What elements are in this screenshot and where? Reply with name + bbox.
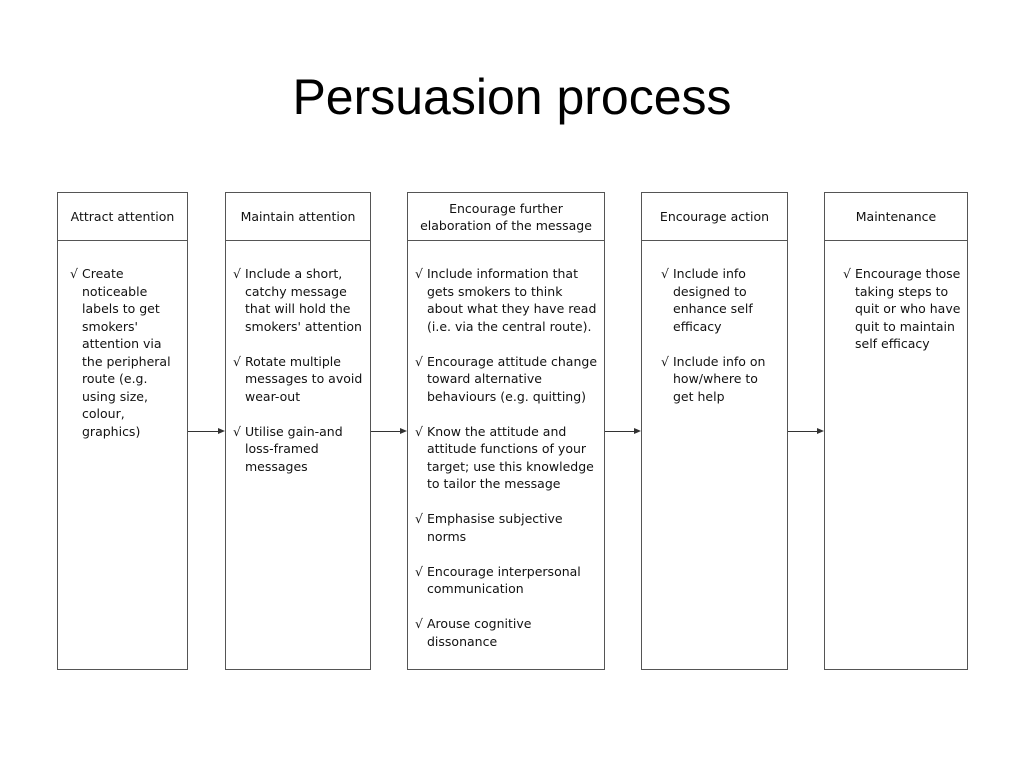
stage-header: Encourage further elaboration of the mes…: [408, 193, 604, 241]
stage-item: √ Encourage attitude change toward alter…: [415, 353, 598, 406]
check-icon: √: [415, 563, 423, 579]
stage-item-text: Know the attitude and attitude functions…: [427, 423, 594, 492]
check-icon: √: [415, 423, 423, 439]
stage-item: √ Encourage those taking steps to quit o…: [843, 265, 961, 353]
stage-item: √ Include info on how/where to get help: [661, 353, 781, 406]
stage-item: √ Know the attitude and attitude functio…: [415, 423, 598, 493]
stage-header-label: Maintain attention: [240, 209, 356, 224]
stage-item-text: Rotate multiple messages to avoid wear-o…: [245, 353, 363, 404]
stage-item-text: Include info on how/where to get help: [673, 353, 766, 404]
check-icon: √: [415, 616, 423, 631]
stage-header: Attract attention: [58, 193, 187, 241]
slide-title: Persuasion process: [292, 69, 732, 125]
stage-item-list: √ Include information that gets smokers …: [415, 265, 598, 668]
stage-item-text: Encourage interpersonal communication: [427, 563, 581, 597]
stage-header: Maintenance: [825, 193, 967, 241]
stage-item: √ Include information that gets smokers …: [415, 265, 598, 335]
stage-item: √ Include a short, catchy message that w…: [233, 265, 364, 335]
stage-item: √ Include info designed to enhance self …: [661, 265, 781, 335]
connector-line: [371, 431, 400, 432]
stage-item-list: √ Encourage those taking steps to quit o…: [843, 265, 961, 370]
stage-header-label: Attract attention: [70, 209, 175, 224]
stage-header: Encourage action: [642, 193, 787, 241]
stage-item-list: √ Include a short, catchy message that w…: [233, 265, 364, 493]
check-icon: √: [415, 353, 423, 369]
stage-encourage-elaboration: Encourage further elaboration of the mes…: [407, 192, 605, 670]
check-icon: √: [70, 266, 78, 281]
stage-item-text: Arouse cognitive dissonance: [427, 616, 532, 649]
stage-item-list: √ Include info designed to enhance self …: [661, 265, 781, 423]
stage-item-text: Include information that gets smokers to…: [427, 266, 597, 334]
arrowhead-icon: [634, 428, 641, 434]
arrowhead-icon: [218, 428, 225, 434]
stage-item-text: Encourage attitude change toward alterna…: [427, 353, 598, 404]
stage-item-text: Create noticeable labels to get smokers'…: [82, 266, 171, 439]
stage-item-text: Emphasise subjective norms: [427, 511, 563, 544]
check-icon: √: [661, 353, 669, 369]
stage-item: √ Encourage interpersonal communication: [415, 563, 598, 598]
stage-header: Maintain attention: [226, 193, 370, 241]
stage-encourage-action: Encourage action √ Include info designed…: [641, 192, 788, 670]
connector-line: [188, 431, 218, 432]
stage-item-list: √ Create noticeable labels to get smoker…: [70, 265, 181, 458]
stage-item-text: Include info designed to enhance self ef…: [673, 266, 753, 334]
arrowhead-icon: [817, 428, 824, 434]
connector-line: [788, 431, 817, 432]
stage-header-label: Encourage action: [659, 209, 770, 224]
stage-item: √ Create noticeable labels to get smoker…: [70, 265, 181, 440]
stage-item: √ Rotate multiple messages to avoid wear…: [233, 353, 364, 406]
stage-item-text: Encourage those taking steps to quit or …: [855, 266, 961, 351]
arrowhead-icon: [400, 428, 407, 434]
stage-maintenance: Maintenance √ Encourage those taking ste…: [824, 192, 968, 670]
check-icon: √: [233, 266, 241, 281]
stage-header-label: Maintenance: [855, 209, 937, 224]
check-icon: √: [415, 266, 423, 281]
connector-line: [605, 431, 634, 432]
check-icon: √: [843, 266, 851, 281]
stage-item-text: Include a short, catchy message that wil…: [245, 266, 362, 334]
check-icon: √: [233, 423, 241, 439]
stage-item: √ Utilise gain-and loss-framed messages: [233, 423, 364, 476]
stage-item: √ Arouse cognitive dissonance: [415, 615, 598, 650]
check-icon: √: [415, 511, 423, 526]
stage-header-label: Encourage further elaboration of the mes…: [420, 200, 592, 233]
stage-maintain-attention: Maintain attention √ Include a short, ca…: [225, 192, 371, 670]
check-icon: √: [233, 353, 241, 369]
stage-attract-attention: Attract attention √ Create noticeable la…: [57, 192, 188, 670]
check-icon: √: [661, 266, 669, 281]
stage-item: √ Emphasise subjective norms: [415, 510, 598, 545]
stage-item-text: Utilise gain-and loss-framed messages: [245, 423, 343, 474]
